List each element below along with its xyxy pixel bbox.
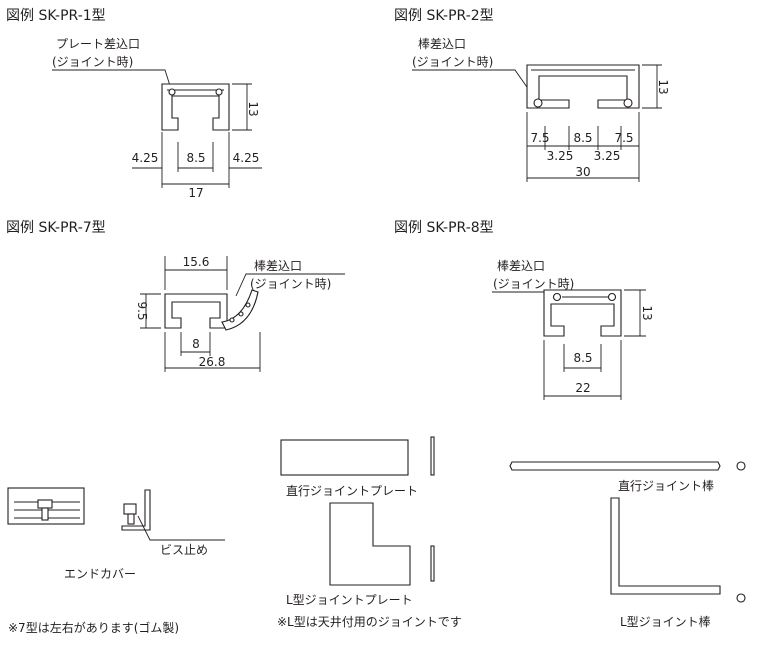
slot-pr1-right [215,88,223,96]
dim-pr2-d: 3.25 [547,149,574,163]
dim-line-pr7-height [140,293,161,329]
figure-title-pr7: 図例 SK-PR-7型 [6,220,106,236]
dim-pr1-left: 4.25 [132,151,159,165]
profile-pr2 [526,64,640,109]
figure-title-pr1: 図例 SK-PR-1型 [6,8,106,24]
profile-pr7 [164,293,228,329]
end-cover-screw-head [37,499,53,509]
side-screw-shank [127,513,135,525]
figure-title-pr2: 図例 SK-PR-2型 [394,8,494,24]
dim-line-pr7-top [164,256,228,290]
dim-pr1-middle: 8.5 [186,151,205,165]
screw-label: ビス止め [160,543,208,557]
slot-pr8-left [552,292,562,302]
figure-sk-pr-7: 図例 SK-PR-7型 棒差込口 (ジョイント時) 15.6 9.5 8 26.… [6,220,345,372]
callout-text-pr2-2: (ジョイント時) [412,55,493,69]
dim-pr7-height: 9.5 [135,301,149,320]
l-plate-label: L型ジョイントプレート [286,593,413,607]
straight-rod-end [736,461,746,471]
dim-pr1-right: 4.25 [233,151,260,165]
slot-pr8-right [607,292,617,302]
figure-sk-pr-8: 図例 SK-PR-8型 棒差込口 (ジョイント時) 13 8.5 22 [394,220,654,400]
straight-plate-side [430,436,435,476]
callout-text-pr8-1: 棒差込口 [497,259,545,273]
profile-pr1 [161,83,230,131]
callout-text-pr7-2: (ジョイント時) [250,277,331,291]
dim-pr2-b: 8.5 [573,131,592,145]
callout-text-pr1-2: (ジョイント時) [52,55,133,69]
rubber-rib-3 [245,302,251,308]
straight-rod-shape [509,461,721,471]
figure-title-pr8: 図例 SK-PR-8型 [394,220,494,236]
leader-line-pr2 [412,69,537,101]
l-rod-label: L型ジョイント棒 [620,615,711,629]
leader-line-screw [137,515,225,541]
rubber-rib-1 [229,317,235,323]
dim-line-pr8-height [624,289,646,337]
slot-pr2-left [533,98,543,108]
slot-pr2-right [623,98,633,108]
dim-pr8-height: 13 [640,305,654,320]
dim-line-pr2-height [642,64,662,109]
dim-pr7-total: 26.8 [199,355,226,369]
l-plate-shape [329,502,411,586]
profile-pr8 [543,289,622,337]
callout-text-pr2-1: 棒差込口 [418,37,466,51]
dim-pr2-a: 7.5 [530,131,549,145]
dim-lines-pr1 [132,132,262,188]
end-cover-label: エンドカバー [64,567,136,581]
dim-pr7-top: 15.6 [183,255,210,269]
callout-text-pr7-1: 棒差込口 [254,259,302,273]
side-screw-head [123,503,137,515]
dim-lines-pr2 [526,112,640,182]
callout-text-pr1-1: プレート差込口 [56,37,140,51]
l-rod-end [736,593,746,603]
dim-pr7-middle: 8 [192,337,200,351]
dim-lines-pr8 [543,340,622,400]
dim-pr1-height: 13 [246,101,260,116]
slot-pr1-left [168,88,176,96]
dim-lines-pr7 [164,332,261,372]
dim-line-pr1-height [232,83,252,131]
figure-sk-pr-1: 図例 SK-PR-1型 プレート差込口 (ジョイント時) 13 4.25 8.5… [6,8,262,200]
dim-pr8-total: 22 [575,381,590,395]
dim-pr2-total: 30 [575,165,590,179]
joint-plates-section: 直行ジョイントプレート L型ジョイントプレート [280,436,435,607]
end-cover-bracket [121,489,151,531]
leader-line-pr1 [52,69,173,93]
dim-pr8-middle: 8.5 [573,351,592,365]
end-cover-screw-shank [41,507,49,521]
dim-pr1-total: 17 [188,186,203,200]
end-cover-section: ビス止め エンドカバー [7,487,225,581]
straight-plate-shape [280,439,409,476]
joint-rods-section: 直行ジョイント棒 L型ジョイント棒 [509,461,746,629]
straight-plate-label: 直行ジョイントプレート [286,484,418,498]
note-pr7-rubber: ※7型は左右があります(ゴム製) [8,620,179,635]
leader-line-pr7 [235,273,345,297]
straight-rod-label: 直行ジョイント棒 [618,479,714,493]
rubber-rib-2 [238,311,244,317]
dim-pr2-c: 7.5 [614,131,633,145]
l-rod-shape [610,497,721,595]
dim-pr2-e: 3.25 [594,149,621,163]
note-l-type-ceiling: ※L型は天井付用のジョイントです [277,615,462,629]
l-plate-side [430,545,435,582]
figure-sk-pr-2: 図例 SK-PR-2型 棒差込口 (ジョイント時) 13 7.5 8.5 7.5… [394,8,670,182]
callout-text-pr8-2: (ジョイント時) [493,277,574,291]
dim-pr2-height: 13 [656,79,670,94]
